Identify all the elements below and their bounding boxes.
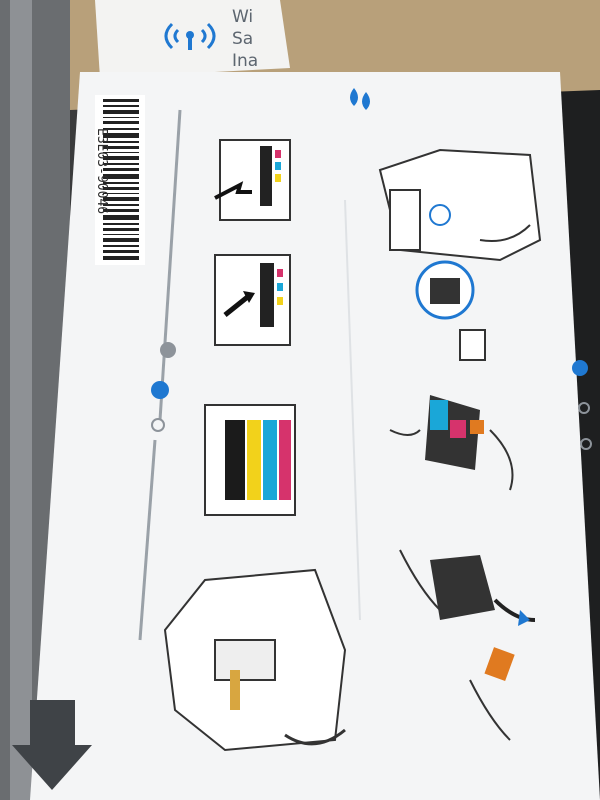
ink-drops-icon xyxy=(350,88,370,110)
faint-divider xyxy=(344,199,361,621)
instruction-sheet: E3E03-90046 xyxy=(12,72,600,800)
divider-line-lower xyxy=(138,439,157,641)
step-dot-2 xyxy=(151,381,169,399)
right-step-dot-3 xyxy=(580,438,592,450)
step-dot-1 xyxy=(160,342,176,358)
step-dot-3 xyxy=(151,418,165,432)
cartridge-detail xyxy=(430,278,460,304)
barcode xyxy=(95,95,145,265)
carriage-illustration-2 xyxy=(214,254,291,346)
right-step-dot-2 xyxy=(578,402,590,414)
metal-rail-highlight xyxy=(10,0,32,800)
right-step-dot-1 xyxy=(572,360,588,376)
hand-cartridge-illustration xyxy=(389,395,514,491)
divider-line-upper xyxy=(158,109,182,421)
label-line-2: Sa xyxy=(232,29,253,49)
top-label: Wi Sa Ina xyxy=(95,0,290,78)
printer-zoom-illustration xyxy=(378,148,542,262)
wifi-antenna-icon xyxy=(164,22,216,50)
carriage-illustration-1 xyxy=(214,139,291,221)
label-line-3: Ina xyxy=(232,51,258,71)
printer-open-illustration xyxy=(163,568,347,752)
part-number: E3E03-90046 xyxy=(94,128,109,214)
hand-removing-tape-illustration xyxy=(399,549,536,741)
label-line-1: Wi xyxy=(232,7,253,27)
cartridge-removed xyxy=(459,329,486,361)
down-arrow-icon xyxy=(12,700,92,790)
carriage-illustration-3 xyxy=(204,404,296,516)
